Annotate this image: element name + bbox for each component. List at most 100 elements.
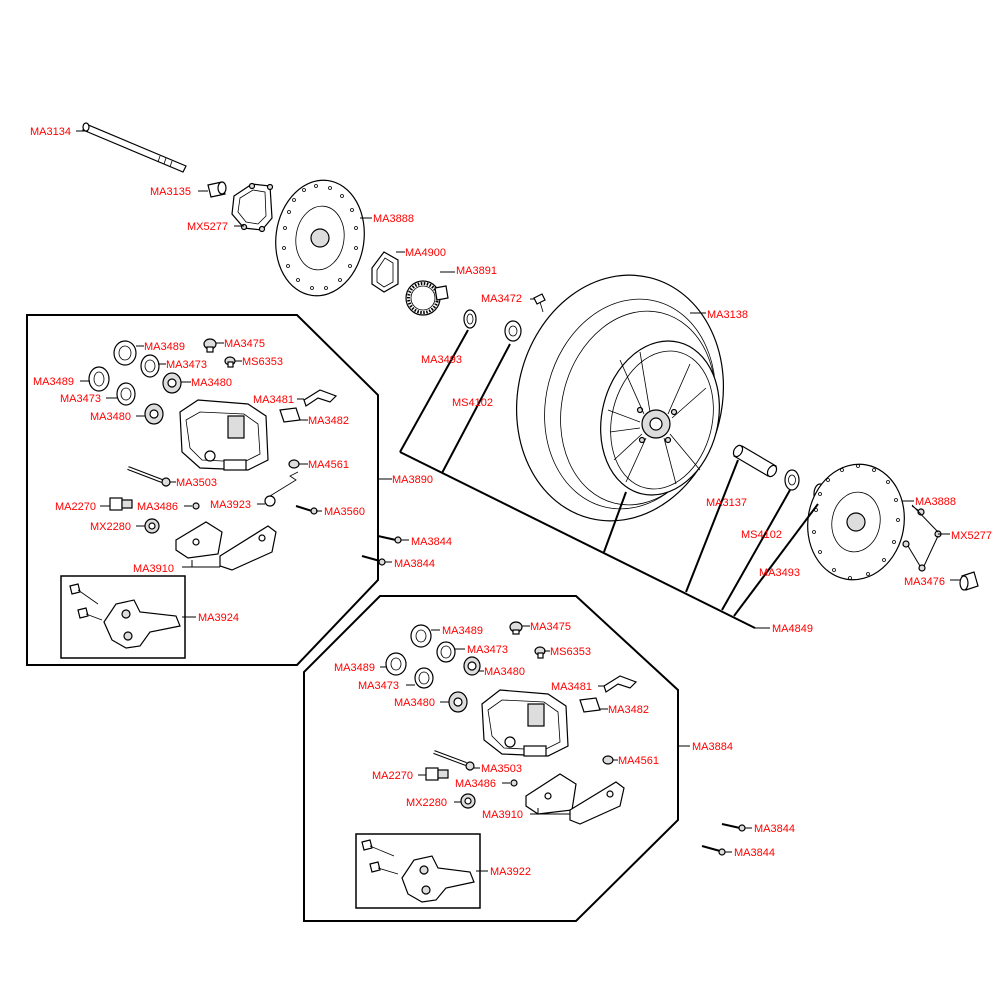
axle-spacer-part <box>207 181 227 198</box>
seal-ma3473-d-part <box>414 667 434 689</box>
label-ma2270-b: MA2270 <box>372 770 413 782</box>
label-mx2280-a: MX2280 <box>90 521 131 533</box>
label-ma3503-a: MA3503 <box>176 477 217 489</box>
bearing-ms4102-upper-part <box>504 320 522 342</box>
label-ma3482-b: MA3482 <box>608 704 649 716</box>
label-ma3910-a: MA3910 <box>133 563 174 575</box>
label-ms6353-a: MS6353 <box>242 356 283 368</box>
label-ma3473-c: MA3473 <box>467 644 508 656</box>
bolt-ma3844-b-part <box>361 555 386 566</box>
brake-pads-ma3910-b-part <box>525 773 625 825</box>
spring-ma3923-part <box>264 471 299 507</box>
label-ma3923: MA3923 <box>210 499 251 511</box>
bolt-ma3472-part <box>533 293 546 313</box>
label-ma3486-a: MA3486 <box>137 501 178 513</box>
bearing-ms4102-lower-part <box>784 469 800 491</box>
label-ma3844-d: MA3844 <box>734 847 775 859</box>
seal-ma3489-d-part <box>385 652 407 676</box>
bolt-ma2270-b-part <box>425 767 449 781</box>
guide-pin-ma3503-b-part <box>433 750 475 771</box>
bolt-ma3844-d-part <box>701 845 726 856</box>
label-ma3138: MA3138 <box>707 309 748 321</box>
label-ma3489-b: MA3489 <box>33 376 74 388</box>
bracket-box-ma3924 <box>60 575 196 659</box>
rear-wheel-part <box>515 274 725 522</box>
label-ma3890: MA3890 <box>392 474 433 486</box>
label-ma3922: MA3922 <box>490 866 531 878</box>
bleed-nipple-ma3475-part <box>203 338 217 353</box>
label-ms4102-lower: MS4102 <box>741 529 782 541</box>
label-ma3481-b: MA3481 <box>551 681 592 693</box>
bolt-ma2270-part <box>109 497 133 511</box>
abs-ring-part <box>405 280 449 316</box>
pad-clip-ma3482-b-part <box>579 697 601 713</box>
label-ma3844-c: MA3844 <box>754 823 795 835</box>
washer-ma3486-part <box>192 502 200 510</box>
label-ma3891: MA3891 <box>456 265 497 277</box>
label-ma3481-a: MA3481 <box>253 394 294 406</box>
seal-ma3489-a-part <box>113 340 137 366</box>
label-ma2270-a: MA2270 <box>55 501 96 513</box>
label-ma3482-a: MA3482 <box>308 415 349 427</box>
label-ma3844-a: MA3844 <box>411 536 452 548</box>
seal-ma3489-b-part <box>88 366 110 392</box>
piston-ma3480-c-part <box>463 656 481 676</box>
label-mx5277-right: MX5277 <box>951 530 992 542</box>
label-ma3480-b: MA3480 <box>90 411 131 423</box>
piston-ma3480-b-part <box>144 403 164 425</box>
guide-pin-ma3503-part <box>127 466 171 487</box>
seal-ma3473-c-part <box>436 641 456 663</box>
label-ma3486-b: MA3486 <box>455 778 496 790</box>
pad-clip-ma3482-part <box>279 407 301 423</box>
spacer-ma3476-part <box>959 571 979 591</box>
label-ma3475-b: MA3475 <box>530 621 571 633</box>
bolt-ma3844-a-part <box>377 535 402 544</box>
label-ma3473-d: MA3473 <box>358 680 399 692</box>
label-ms6353-b: MS6353 <box>550 646 591 658</box>
boot-mx2280-b-part <box>460 793 476 809</box>
label-ma3473-a: MA3473 <box>166 359 207 371</box>
label-ma3560: MA3560 <box>324 506 365 518</box>
pad-spring-ma3481-part <box>303 389 338 407</box>
boot-mx2280-part <box>144 518 160 534</box>
seal-ma3493-upper-part <box>463 309 477 329</box>
label-ma3844-b: MA3844 <box>394 558 435 570</box>
caliper-body-ma3890-part <box>179 399 269 471</box>
part-labels: MA3134 MA3135 MX5277 MA3888 MA4900 MA389… <box>30 126 992 878</box>
leader-lines-assembly <box>399 329 819 629</box>
label-ma3493-lower: MA3493 <box>759 567 800 579</box>
sensor-bracket-small-part <box>371 251 399 293</box>
bracket-ma3922-part <box>361 839 475 903</box>
caliper-body-ma3884-part <box>481 689 569 757</box>
caliper-group-ma3884 <box>303 595 690 922</box>
label-ma3888-left: MA3888 <box>373 213 414 225</box>
brake-disc-right-part <box>807 463 905 581</box>
label-ma3476: MA3476 <box>904 576 945 588</box>
label-mx5277-left: MX5277 <box>187 221 228 233</box>
label-ma3489-a: MA3489 <box>144 341 185 353</box>
screw-ma3560-part <box>295 505 318 515</box>
label-ma3480-c: MA3480 <box>484 666 525 678</box>
label-mx2280-b: MX2280 <box>406 797 447 809</box>
label-ma3489-d: MA3489 <box>334 662 375 674</box>
bolt-ma3844-c-part <box>721 823 746 832</box>
label-ma3489-c: MA3489 <box>442 625 483 637</box>
label-ma3137: MA3137 <box>706 497 747 509</box>
sensor-bracket-part <box>231 182 274 233</box>
label-ms4102-upper: MS4102 <box>452 397 493 409</box>
brake-pads-ma3910-part <box>175 521 277 571</box>
label-ma3472: MA3472 <box>481 293 522 305</box>
pad-spring-ma3481-b-part <box>603 675 638 693</box>
bleed-nipple-ma3475-b-part <box>509 621 523 635</box>
label-ma4561-a: MA4561 <box>308 459 349 471</box>
label-ma3493-upper: MA3493 <box>421 354 462 366</box>
label-ma4900: MA4900 <box>405 247 446 259</box>
label-ma3884: MA3884 <box>692 741 733 753</box>
label-ma3910-b: MA3910 <box>482 809 523 821</box>
axle-shaft-part <box>82 122 187 173</box>
piston-ma3480-a-part <box>162 372 182 394</box>
brake-disc-left-part <box>275 179 365 297</box>
bolts-mx5277-right-part <box>902 504 942 572</box>
bracket-box-ma3922 <box>355 833 488 909</box>
